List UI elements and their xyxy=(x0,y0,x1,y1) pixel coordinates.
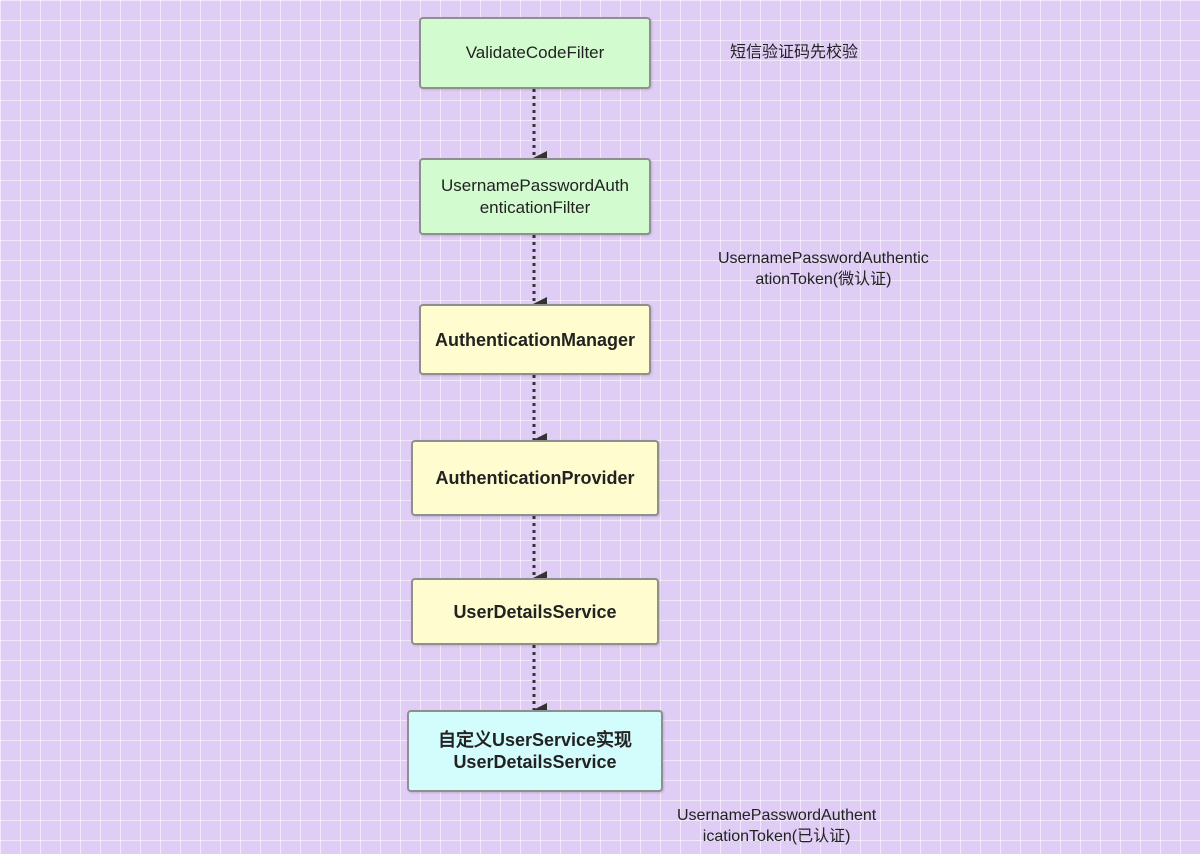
authenticated-token-line-1: UsernamePasswordAuthent xyxy=(677,807,877,824)
user-details-service-node: UserDetailsService xyxy=(411,578,659,645)
authentication-manager-label: AuthenticationManager xyxy=(434,329,635,350)
username-password-filter-line-1: UsernamePasswordAuth xyxy=(440,175,630,195)
unauthenticated-token-line-1: UsernamePasswordAuthentic xyxy=(718,250,929,267)
unauthenticated-token-line-2: ationToken(微认证) xyxy=(755,271,892,288)
username-password-filter-node: UsernamePasswordAuth enticationFilter xyxy=(419,158,651,235)
sms-check-note: 短信验证码先校验 xyxy=(730,42,858,63)
unauthenticated-token-note: UsernamePasswordAuthentic ationToken(微认证… xyxy=(718,248,929,290)
username-password-filter-line-2: enticationFilter xyxy=(479,197,591,217)
authentication-provider-label: AuthenticationProvider xyxy=(435,468,635,488)
custom-user-service-line-2: UserDetailsService xyxy=(453,752,617,772)
validate-code-filter-label: ValidateCodeFilter xyxy=(465,43,605,62)
authentication-provider-node: AuthenticationProvider xyxy=(411,440,659,516)
authenticated-token-note: UsernamePasswordAuthent icationToken(已认证… xyxy=(677,805,876,847)
custom-user-service-line-1: 自定义UserService实现 xyxy=(437,730,633,750)
custom-user-service-node: 自定义UserService实现 UserDetailsService xyxy=(407,710,663,792)
user-details-service-label: UserDetailsService xyxy=(453,601,617,622)
sms-check-text: 短信验证码先校验 xyxy=(730,44,859,61)
validate-code-filter-node: ValidateCodeFilter xyxy=(419,17,651,89)
authenticated-token-line-2: icationToken(已认证) xyxy=(702,828,851,845)
authentication-manager-node: AuthenticationManager xyxy=(419,304,651,375)
